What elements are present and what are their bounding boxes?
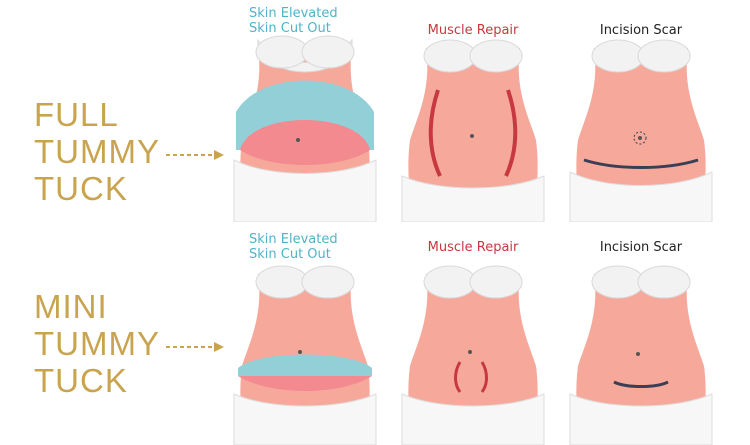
incision-scar-label: Incision Scar (599, 240, 683, 255)
incision-scar-panel-mini: Incision Scar (566, 226, 716, 445)
muscle-repair-label: Muscle Repair (427, 23, 519, 38)
torso-illustration (233, 35, 377, 222)
muscle-repair-label: Muscle Repair (427, 240, 519, 255)
title-line: TUMMY (34, 325, 160, 362)
skin-elevated-region (238, 354, 372, 376)
incision-scar-line (613, 380, 669, 388)
title-line: TUMMY (34, 133, 160, 170)
skin-panel-full: Skin Elevated Skin Cut Out (230, 0, 380, 222)
skin-cut-out-label: Skin Cut Out (249, 21, 331, 36)
skin-cut-out-region (240, 120, 370, 165)
skin-elevated-label: Skin Elevated (249, 6, 338, 21)
full-tummy-tuck-row: FULL TUMMY TUCK Skin Elevated Skin Cut O… (0, 0, 750, 222)
title-line: MINI (34, 288, 108, 325)
mini-tummy-tuck-title: MINI TUMMY TUCK (34, 288, 160, 399)
skin-panel-mini: Skin Elevated Skin Cut Out (230, 226, 380, 445)
muscle-repair-suture-right (480, 361, 488, 393)
incision-scar-panel-full: Incision Scar (566, 0, 716, 222)
skin-elevated-label: Skin Elevated (249, 232, 338, 247)
torso-illustration (569, 39, 713, 222)
mini-tummy-tuck-row: MINI TUMMY TUCK Skin Elevated Skin Cut O… (0, 226, 750, 445)
title-line: TUCK (34, 362, 128, 399)
torso-illustration (401, 265, 545, 445)
muscle-repair-suture-right (504, 89, 518, 177)
torso-illustration (233, 265, 377, 445)
torso-illustration (401, 39, 545, 222)
incision-scar-line (583, 158, 699, 169)
full-tummy-tuck-title: FULL TUMMY TUCK (34, 96, 160, 207)
navel-incision (633, 131, 647, 145)
dashed-arrow-icon (166, 342, 224, 352)
muscle-repair-panel-mini: Muscle Repair (398, 226, 548, 445)
title-line: TUCK (34, 170, 128, 207)
skin-cut-out-label: Skin Cut Out (249, 247, 331, 262)
skin-cut-out-region (238, 376, 372, 391)
muscle-repair-panel-full: Muscle Repair (398, 0, 548, 222)
torso-illustration (569, 265, 713, 445)
title-line: FULL (34, 96, 119, 133)
muscle-repair-suture-left (454, 361, 462, 393)
muscle-repair-suture-left (428, 89, 442, 177)
dashed-arrow-icon (166, 150, 224, 160)
incision-scar-label: Incision Scar (599, 23, 683, 38)
